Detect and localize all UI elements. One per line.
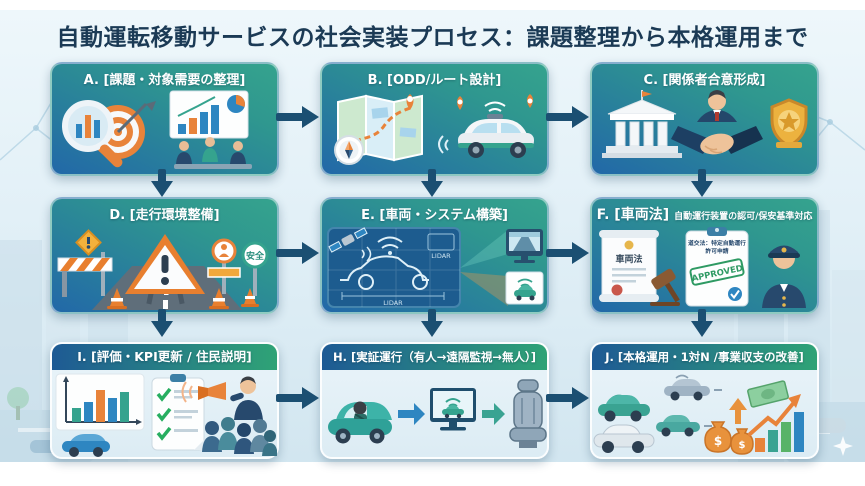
- panel-i-title: I. [評価・KPI更新 / 住民説明]: [52, 344, 277, 370]
- panel-e-illustration: LIDAR LIDAR: [327, 227, 544, 308]
- warning-triangle-sign: [125, 234, 205, 305]
- panel-f-sublabel: 自動運行装置の認可/保安基準対応: [674, 212, 813, 222]
- law-scroll-icon: 車両法: [599, 230, 659, 302]
- panel-f-illustration: 車両法 道交法：特定自動運行 許可申請: [599, 227, 806, 308]
- sensor-beam-teal: [460, 230, 508, 268]
- arrow-remote-to-unmanned: [482, 403, 505, 425]
- arrow-e-to-f: [546, 242, 590, 264]
- panel-f-title: F. [車両法] 自動運行装置の認可/保安基準対応: [592, 199, 817, 223]
- autonomous-car-icon: [438, 94, 534, 158]
- panel-i-illustration: [55, 373, 277, 457]
- arrow-i-to-h: [276, 387, 320, 409]
- money-symbol-2: $: [739, 440, 746, 451]
- construction-barrier-icon: [57, 229, 113, 297]
- fleet-cars-icon: [593, 374, 722, 453]
- sparkle-decoration: [833, 436, 853, 456]
- panel-a-needs-assessment: A. [課題・対象需要の整理]: [50, 62, 279, 176]
- arrow-c-to-f: [691, 169, 713, 197]
- panel-j-title: J. [本格運用・1対N /事業収支の改善]: [592, 344, 817, 370]
- panel-b-title: B. [ODD/ルート設計]: [367, 73, 502, 88]
- banknote-icon: [747, 380, 789, 408]
- traffic-cones-icon: [107, 288, 259, 309]
- permit-line2: 許可申請: [705, 247, 728, 255]
- government-building-icon: [602, 90, 682, 158]
- satellite-icon: [328, 227, 368, 253]
- growth-up-arrow: [729, 398, 747, 424]
- panel-c-title: C. [関係者合意形成]: [643, 73, 766, 88]
- vehicle-feed-card: [505, 271, 544, 305]
- magnifier-chart-icon: [62, 100, 123, 168]
- panel-d-illustration: 安全: [57, 229, 269, 310]
- panel-d-title: D. [走行環境整備]: [109, 208, 220, 223]
- lidar-label-bottom: LIDAR: [383, 299, 403, 307]
- panel-d-road-environment: D. [走行環境整備]: [50, 197, 279, 314]
- checklist-clipboard-icon: [151, 374, 205, 451]
- panel-h-pilot-operation: H. [実証運行（有人→遠隔監視→無人）]: [320, 342, 549, 459]
- panel-f-main-label: F. [車両法]: [596, 207, 670, 223]
- safety-sign-text: 安全: [246, 250, 265, 262]
- panel-e-vehicle-system-build: E. [車両・システム構築] LIDAR LIDAR: [320, 197, 549, 314]
- panel-a-illustration: [62, 90, 252, 169]
- panel-j-full-operation: J. [本格運用・1対N /事業収支の改善]: [590, 342, 819, 459]
- sensor-beam-orange: [460, 272, 508, 306]
- arrow-b-to-c: [546, 106, 590, 128]
- money-bags-icon: $ $: [704, 398, 754, 455]
- arrow-a-to-d: [151, 169, 173, 197]
- panel-b-illustration: [334, 94, 534, 165]
- police-officer-icon: [762, 245, 806, 308]
- arrow-f-to-j: [691, 309, 713, 337]
- panel-h-title: H. [実証運行（有人→遠隔監視→無人）]: [322, 344, 547, 370]
- arrow-b-to-e: [421, 169, 443, 197]
- gavel-icon: [650, 268, 680, 306]
- panel-a-title: A. [課題・対象需要の整理]: [83, 73, 246, 88]
- small-car-icon: [62, 434, 110, 457]
- panel-c-stakeholder-consensus: C. [関係者合意形成]: [590, 62, 819, 176]
- remote-monitor-icon: [430, 388, 476, 431]
- empty-seat-icon: [509, 379, 547, 448]
- handshake-icon: [671, 90, 763, 155]
- revenue-chart-icon: [748, 394, 804, 452]
- arrow-e-to-h: [421, 309, 443, 337]
- vehicle-law-doc-title: 車両法: [615, 253, 642, 265]
- panel-f-vehicle-law: F. [車両法] 自動運行装置の認可/保安基準対応 車両法: [590, 197, 819, 314]
- money-symbol-1: $: [714, 434, 722, 448]
- route-map-icon: [337, 94, 423, 162]
- crowd-icon: [202, 417, 277, 456]
- panel-c-illustration: [602, 90, 808, 158]
- arrow-h-to-j: [546, 387, 590, 409]
- monitor-icon: [506, 229, 543, 263]
- permit-line1: 道交法：特定自動運行: [688, 239, 746, 247]
- kpi-chart-board: [55, 373, 145, 431]
- panel-j-illustration: $ $: [593, 374, 804, 455]
- arrow-d-to-e: [276, 242, 320, 264]
- meeting-presentation-icon: [169, 90, 252, 169]
- compass-icon: [334, 135, 364, 165]
- vehicle-blueprint: LIDAR LIDAR: [327, 227, 461, 308]
- road-signs-icon: 安全: [207, 238, 269, 296]
- arrow-d-to-i: [151, 309, 173, 337]
- police-badge-icon: [770, 98, 808, 148]
- arrow-manned-to-remote: [398, 403, 425, 425]
- panel-e-title: E. [車両・システム構築]: [361, 208, 508, 223]
- permit-clipboard-icon: 道交法：特定自動運行 許可申請 APPROVED: [685, 227, 749, 307]
- satellite-signal: [361, 246, 372, 262]
- announcer-megaphone-icon: [181, 376, 263, 420]
- page-title: 自動運転移動サービスの社会実装プロセス：課題整理から本格運用まで: [56, 25, 809, 51]
- arrow-a-to-b: [276, 106, 320, 128]
- panel-b-odd-route-design: B. [ODD/ルート設計]: [320, 62, 549, 176]
- panel-i-evaluation-kpi: I. [評価・KPI更新 / 住民説明]: [50, 342, 279, 459]
- driver-car-icon: [328, 401, 392, 444]
- panel-h-illustration: [328, 379, 547, 448]
- lidar-label-top: LIDAR: [431, 252, 451, 260]
